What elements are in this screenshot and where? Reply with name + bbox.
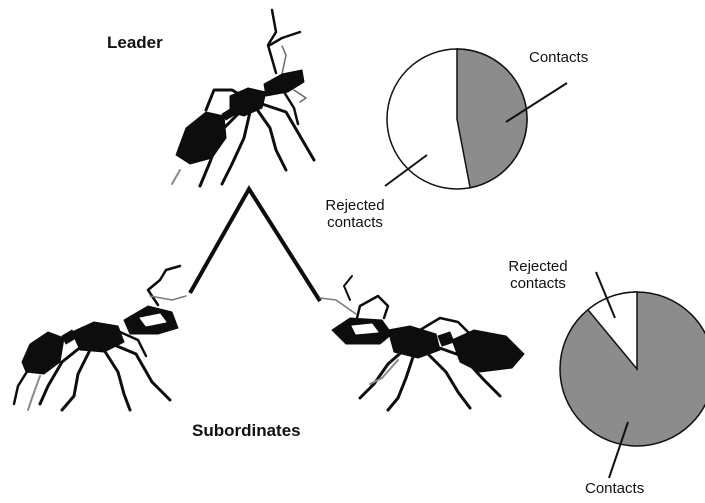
subordinates-label: Subordinates: [192, 421, 301, 441]
leader-label: Leader: [107, 33, 163, 53]
subordinates-pie-rejected-line2: contacts: [488, 275, 588, 292]
leader-pie-chart: [385, 49, 567, 189]
leader-pie-rejected-line2: contacts: [305, 214, 405, 231]
subordinates-pie-rejected-label: Rejected contacts: [488, 258, 588, 293]
subordinate-ant-right: [320, 276, 524, 410]
subordinate-ant-left: [14, 266, 186, 410]
leader-ant: [172, 10, 314, 186]
subordinates-pie-contacts-label: Contacts: [585, 480, 644, 497]
subordinates-pie-rejected-line1: Rejected: [488, 258, 588, 275]
leader-pie-rejected-line1: Rejected: [305, 197, 405, 214]
leader-pie-rejected-label: Rejected contacts: [305, 197, 405, 232]
leader-pie-contacts-label: Contacts: [529, 49, 588, 66]
hierarchy-line: [190, 189, 320, 301]
subordinates-pie-chart: [560, 272, 705, 478]
leader-pie-contacts-slice: [457, 49, 527, 188]
